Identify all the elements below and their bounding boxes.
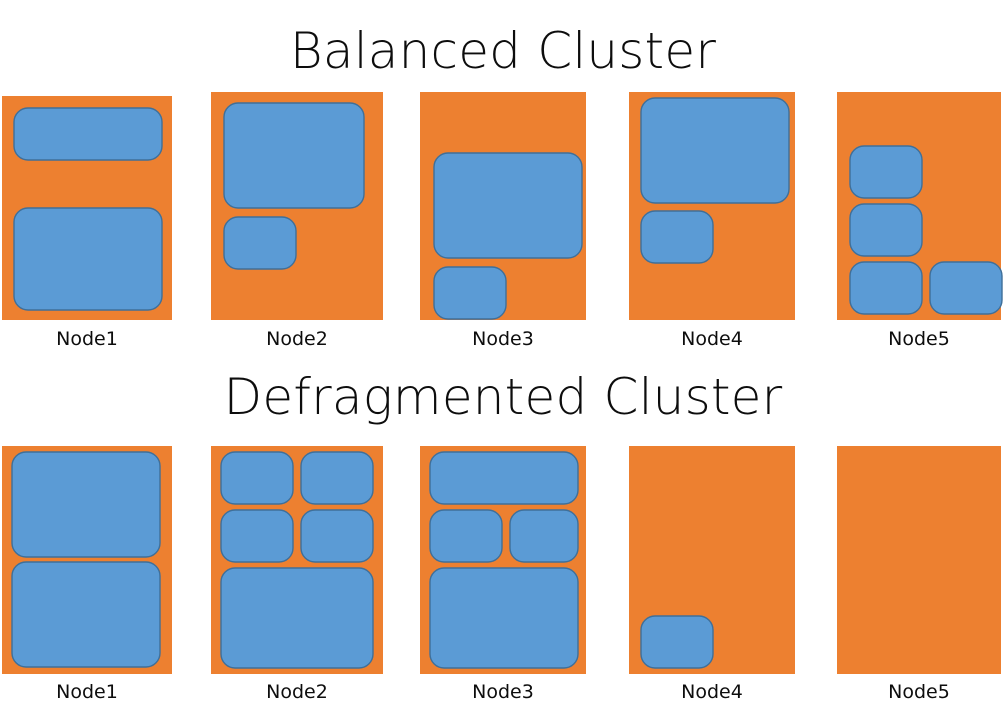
vm-block[interactable] [300,451,374,505]
vm-block[interactable] [300,509,374,563]
node-defragmented-node1[interactable] [2,446,172,674]
node-balanced-node5[interactable] [837,92,1003,320]
vm-block[interactable] [509,509,579,563]
section-title-balanced-cluster: Balanced Cluster [289,22,717,80]
vm-block[interactable] [11,451,161,558]
vm-block[interactable] [220,509,294,563]
node-capacity-background [837,446,1001,674]
vm-block[interactable] [849,145,923,199]
node-defragmented-node5[interactable] [837,446,1001,674]
node-defragmented-node3[interactable] [420,446,586,674]
vm-block[interactable] [849,261,923,315]
vm-block[interactable] [11,561,161,668]
node-defragmented-node2[interactable] [211,446,383,674]
node-balanced-node1[interactable] [2,96,172,320]
vm-block[interactable] [640,97,790,204]
vm-block[interactable] [13,207,163,311]
node-label-defragmented-node5: Node5 [888,681,950,703]
node-label-defragmented-node3: Node3 [472,681,534,703]
vm-block[interactable] [429,509,503,563]
node-label-defragmented-node4: Node4 [681,681,743,703]
node-label-balanced-node3: Node3 [472,328,534,350]
vm-block[interactable] [640,210,714,264]
vm-block[interactable] [13,107,163,161]
node-label-defragmented-node2: Node2 [266,681,328,703]
node-label-balanced-node2: Node2 [266,328,328,350]
node-balanced-node2[interactable] [211,92,383,320]
node-label-balanced-node5: Node5 [888,328,950,350]
vm-block[interactable] [433,152,583,259]
vm-block[interactable] [223,102,365,209]
node-label-balanced-node4: Node4 [681,328,743,350]
vm-block[interactable] [429,451,579,505]
vm-block[interactable] [433,266,507,320]
vm-block[interactable] [429,567,579,669]
node-balanced-node4[interactable] [629,92,795,320]
vm-block[interactable] [929,261,1003,315]
vm-block[interactable] [640,615,714,669]
vm-block[interactable] [223,216,297,270]
vm-block[interactable] [220,567,374,669]
vm-block[interactable] [220,451,294,505]
node-label-balanced-node1: Node1 [56,328,118,350]
section-title-defragmented-cluster: Defragmented Cluster [223,368,783,426]
node-balanced-node3[interactable] [420,92,586,320]
node-defragmented-node4[interactable] [629,446,795,674]
node-label-defragmented-node1: Node1 [56,681,118,703]
vm-block[interactable] [849,203,923,257]
